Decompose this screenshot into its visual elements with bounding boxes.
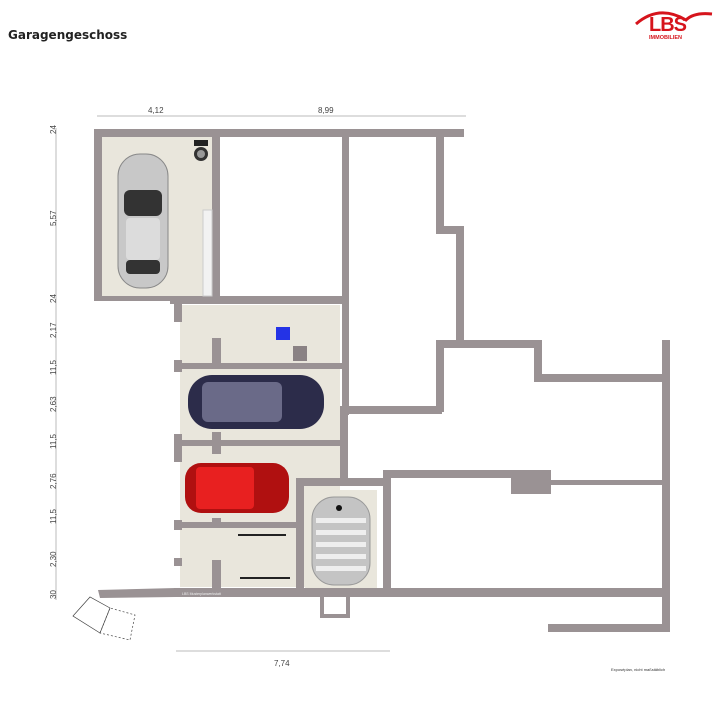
walls [94,129,670,632]
dim-bottom: 7,74 [274,659,290,668]
dim-left-1: 5,57 [49,210,58,226]
heating-unit-icon [276,327,290,340]
dim-left-6: 11,5 [49,433,58,449]
shelf [202,209,213,297]
oil-tank-icon [311,496,371,586]
dim-top-1: 4,12 [148,106,164,115]
dim-left-2: 24 [49,294,58,303]
dark-blue-car-icon [188,375,324,429]
dimension-lines [55,115,466,652]
silver-car-icon [117,153,169,289]
dim-left-5: 2,63 [49,396,58,412]
bicycle-icon [238,534,290,579]
dim-left-7: 2,76 [49,473,58,489]
dim-left-4: 11,5 [49,359,58,375]
logo-subtitle: IMMOBILIEN [649,35,682,41]
red-car-icon [185,463,289,513]
dim-left-8: 11,5 [49,508,58,524]
logo-arc-icon [635,11,713,26]
lbs-logo: LBS IMMOBILIEN [634,6,714,46]
dim-left-9: 2,30 [49,551,58,567]
dim-left-0: 24 [49,125,58,134]
logo-text: LBS [649,14,687,36]
meter-box-icon [293,346,307,361]
plan-stamp: LBS Musterplanwerkstatt [182,592,221,596]
scale-note: Exposéplan, nicht maßstäblich [611,667,666,672]
page-title: Garagengeschoss [8,28,128,42]
tire-icon [194,140,208,161]
dim-left-10: 30 [49,590,58,599]
dim-top-2: 8,99 [318,106,334,115]
stairs-icon [72,596,136,641]
dim-left-3: 2,17 [49,322,58,338]
